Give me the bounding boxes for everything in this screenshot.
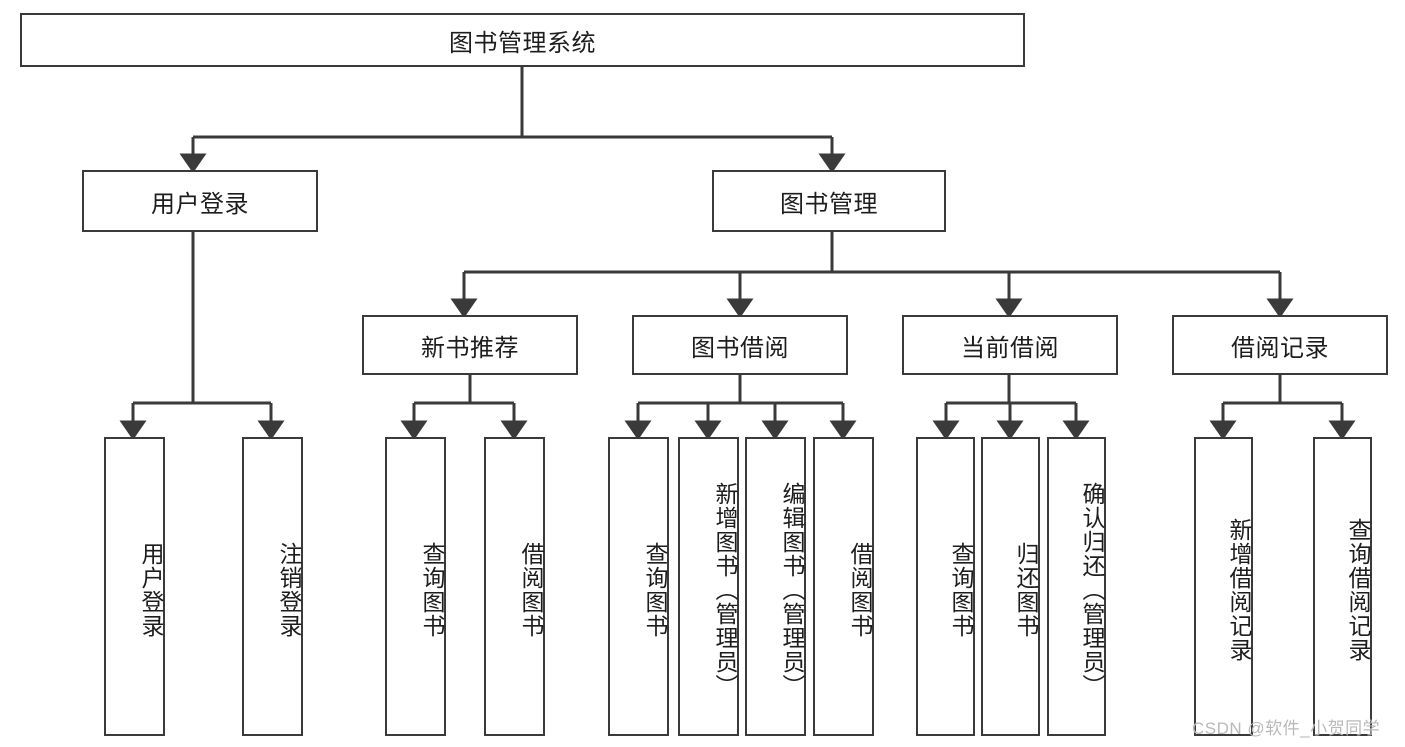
node-leaf-borrow-edit-book[interactable]: 编辑图书（管理员） (745, 437, 806, 736)
node-label: 图书管理 (780, 190, 878, 218)
node-label: 借阅图书 (518, 541, 544, 638)
node-leaf-current-query-book[interactable]: 查询图书 (916, 437, 975, 736)
csdn-watermark: CSDN @软件_小贺同学 (1192, 719, 1381, 738)
node-label: 用户登录 (138, 541, 164, 638)
node-leaf-borrow-add-book[interactable]: 新增图书（管理员） (678, 437, 739, 736)
node-new-book-recommend[interactable]: 新书推荐 (362, 315, 578, 375)
node-label: 新书推荐 (421, 334, 519, 362)
node-label: 查询图书 (642, 541, 668, 638)
node-book-borrow[interactable]: 图书借阅 (632, 315, 848, 375)
node-leaf-borrow-query-book[interactable]: 查询图书 (608, 437, 669, 736)
node-leaf-record-query[interactable]: 查询借阅记录 (1313, 437, 1372, 736)
node-book-management[interactable]: 图书管理 (712, 170, 946, 232)
node-user-login[interactable]: 用户登录 (82, 170, 318, 232)
node-borrow-record[interactable]: 借阅记录 (1172, 315, 1388, 375)
node-label: 图书管理系统 (449, 29, 596, 57)
node-leaf-recommend-borrow-book[interactable]: 借阅图书 (484, 437, 545, 736)
node-label: 当前借阅 (961, 334, 1059, 362)
node-label: 图书借阅 (691, 334, 789, 362)
node-leaf-current-return-book[interactable]: 归还图书 (981, 437, 1040, 736)
node-label: 注销登录 (276, 541, 302, 638)
node-label: 新增图书（管理员） (712, 481, 738, 698)
node-leaf-current-confirm-return[interactable]: 确认归还（管理员） (1047, 437, 1106, 736)
node-label: 借阅图书 (847, 541, 873, 638)
node-current-borrow[interactable]: 当前借阅 (902, 315, 1118, 375)
node-leaf-record-add[interactable]: 新增借阅记录 (1194, 437, 1253, 736)
node-label: 编辑图书（管理员） (779, 481, 805, 698)
node-label: 新增借阅记录 (1226, 517, 1252, 662)
node-leaf-user-logout[interactable]: 注销登录 (242, 437, 303, 736)
node-leaf-recommend-query-book[interactable]: 查询图书 (385, 437, 446, 736)
node-leaf-borrow-borrow-book[interactable]: 借阅图书 (813, 437, 874, 736)
node-label: 确认归还（管理员） (1079, 481, 1105, 698)
node-label: 借阅记录 (1231, 334, 1329, 362)
node-label: 用户登录 (151, 190, 249, 218)
node-label: 查询图书 (948, 541, 974, 638)
node-label: 查询借阅记录 (1345, 517, 1371, 662)
node-label: 查询图书 (419, 541, 445, 638)
node-label: 归还图书 (1013, 541, 1039, 638)
node-leaf-user-login[interactable]: 用户登录 (104, 437, 165, 736)
node-root-system[interactable]: 图书管理系统 (20, 13, 1025, 67)
